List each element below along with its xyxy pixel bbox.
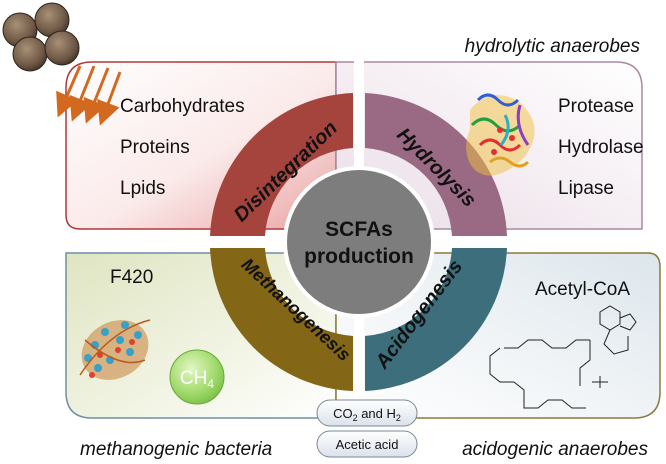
f420-label: F420 [110, 267, 153, 288]
ring-disintegration [210, 93, 353, 236]
substrate-lipids: Lpids [120, 178, 165, 199]
ch4-label: CH4 [180, 368, 214, 391]
ch4-bubble [169, 349, 225, 405]
enzyme-protease: Protease [558, 96, 634, 117]
enzyme-lipase: Lipase [558, 178, 614, 199]
ring-hydrolysis [365, 93, 507, 236]
pill-acetic-acid [316, 430, 418, 458]
pill-co2-h2-label: CO2 and H2 [333, 406, 401, 423]
enzyme-hydrolase: Hydrolase [558, 137, 644, 158]
protein-structure-icon [466, 93, 535, 176]
center-circle [283, 166, 435, 318]
caption-methanogenic: methanogenic bacteria [80, 439, 272, 460]
substrate-carbohydrates: Carbohydrates [120, 96, 245, 117]
pill-acetic-acid-label: Acetic acid [336, 437, 399, 452]
arrows-icon [56, 65, 122, 126]
center-label-line1: SCFAs [325, 218, 393, 241]
acetyl-coa-structure-icon [489, 305, 637, 409]
acetyl-coa-label: Acetyl-CoA [535, 279, 630, 300]
ring-methanogenesis [210, 248, 353, 391]
pill-co2-h2 [316, 399, 418, 427]
center-label-line2: production [304, 245, 414, 268]
coins-icon [2, 2, 80, 72]
caption-acidogenic: acidogenic anaerobes [462, 439, 648, 460]
substrate-proteins: Proteins [120, 137, 190, 158]
ring-acidogenesis [365, 248, 507, 391]
caption-hydrolytic: hydrolytic anaerobes [465, 36, 641, 57]
f420-molecule-icon [79, 319, 151, 380]
